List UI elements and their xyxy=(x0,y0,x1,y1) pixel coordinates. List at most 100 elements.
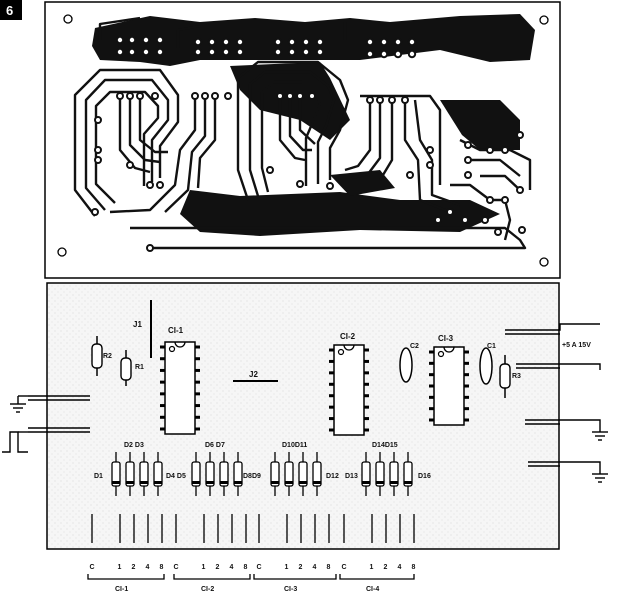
diode xyxy=(375,452,385,496)
connector-group: CI-2 xyxy=(173,574,251,593)
r2-label: R2 xyxy=(103,353,112,360)
pin-label: C xyxy=(342,564,347,571)
ic1-label: CI-1 xyxy=(168,326,184,335)
resistor-r2: R2 xyxy=(91,336,112,376)
capacitor-c1: C1 xyxy=(479,343,496,385)
pin-label: 1 xyxy=(370,564,374,571)
pin-label: 4 xyxy=(230,564,234,571)
mounting-hole xyxy=(539,15,549,25)
ic3-label: CI-3 xyxy=(438,334,454,343)
ground-symbol-left xyxy=(10,395,28,413)
d13-label: D13 xyxy=(345,473,358,480)
connector-group: CI-1 xyxy=(87,574,165,593)
diode xyxy=(139,452,149,496)
component-pads xyxy=(91,35,526,252)
diode xyxy=(191,452,201,496)
pin-label: 2 xyxy=(299,564,303,571)
ic3-package xyxy=(429,346,469,426)
left-input-wires xyxy=(28,395,90,433)
ic-pin xyxy=(464,373,469,377)
figure-number: 6 xyxy=(6,3,13,18)
ic-pin xyxy=(195,404,200,408)
ic2-package xyxy=(329,344,369,436)
copper-traces xyxy=(73,16,532,250)
mounting-hole xyxy=(539,257,549,267)
ic-pin xyxy=(429,395,434,399)
ic-pin xyxy=(329,417,334,421)
pin-label: 4 xyxy=(313,564,317,571)
pin-label: 8 xyxy=(244,564,248,571)
capacitor-c2: C2 xyxy=(399,343,419,383)
ic-pin xyxy=(329,359,334,363)
ic-pin xyxy=(160,404,165,408)
ic-pin xyxy=(364,428,369,432)
diode xyxy=(284,452,294,496)
ic-pin xyxy=(195,427,200,431)
pin-label: 4 xyxy=(398,564,402,571)
ic-pin xyxy=(195,368,200,372)
diode xyxy=(205,452,215,496)
r1-label: R1 xyxy=(135,364,144,371)
ic-pin xyxy=(464,407,469,411)
ic-pin xyxy=(364,359,369,363)
diode xyxy=(270,452,280,496)
pin-label: 2 xyxy=(216,564,220,571)
ic-pin xyxy=(429,350,434,354)
pin-label: 8 xyxy=(412,564,416,571)
ic-pin xyxy=(160,368,165,372)
ic-pin xyxy=(464,384,469,388)
diode xyxy=(233,452,243,496)
d14d15-label: D14D15 xyxy=(372,442,398,449)
ic-pin xyxy=(364,417,369,421)
diode xyxy=(361,452,371,496)
diode xyxy=(389,452,399,496)
ic-pin xyxy=(195,345,200,349)
mounting-hole xyxy=(57,247,67,257)
ic-pin xyxy=(195,357,200,361)
pin-label: C xyxy=(174,564,179,571)
ic-pin xyxy=(364,382,369,386)
pin-label: 1 xyxy=(285,564,289,571)
pin-label: 2 xyxy=(384,564,388,571)
pin-label: 1 xyxy=(202,564,206,571)
ic-pin xyxy=(464,361,469,365)
component-side-board: CI-1 CI-2 CI-3 J1 J2 R2 R1 R3 xyxy=(2,282,608,571)
ic-pin xyxy=(329,348,334,352)
ic-pin xyxy=(160,392,165,396)
diode xyxy=(111,452,121,496)
resistor-r1: R1 xyxy=(120,350,144,386)
ic-pin xyxy=(195,380,200,384)
pin-label: 1 xyxy=(118,564,122,571)
diode xyxy=(153,452,163,496)
connector-group-label: CI-3 xyxy=(284,586,297,593)
c2-label: C2 xyxy=(410,343,419,350)
ic-pin xyxy=(364,394,369,398)
ic-pin xyxy=(364,371,369,375)
ic-pin xyxy=(329,382,334,386)
d2d3-label: D2 D3 xyxy=(124,442,144,449)
j1-label: J1 xyxy=(133,320,142,329)
diode xyxy=(219,452,229,496)
d12-label: D12 xyxy=(326,473,339,480)
ground-pour xyxy=(92,14,535,236)
ic-pin xyxy=(464,395,469,399)
jumper-j1: J1 xyxy=(133,300,152,358)
pin-label: 4 xyxy=(146,564,150,571)
pulse-input-icon xyxy=(2,431,28,453)
pin-label: C xyxy=(257,564,262,571)
power-input-wires xyxy=(505,323,601,474)
connector-group-label: CI-2 xyxy=(201,586,214,593)
d1-label: D1 xyxy=(94,473,103,480)
ic-pin xyxy=(364,348,369,352)
d4d5-label: D4 D5 xyxy=(166,473,186,480)
ground-symbol-right xyxy=(592,431,608,483)
ic-pin xyxy=(329,394,334,398)
ic-pin xyxy=(429,361,434,365)
ic-pin xyxy=(429,407,434,411)
ic-pin xyxy=(160,380,165,384)
ic-pin xyxy=(160,427,165,431)
mounting-hole xyxy=(63,14,73,24)
resistor-r3: R3 xyxy=(499,355,521,398)
pin-label: 2 xyxy=(132,564,136,571)
